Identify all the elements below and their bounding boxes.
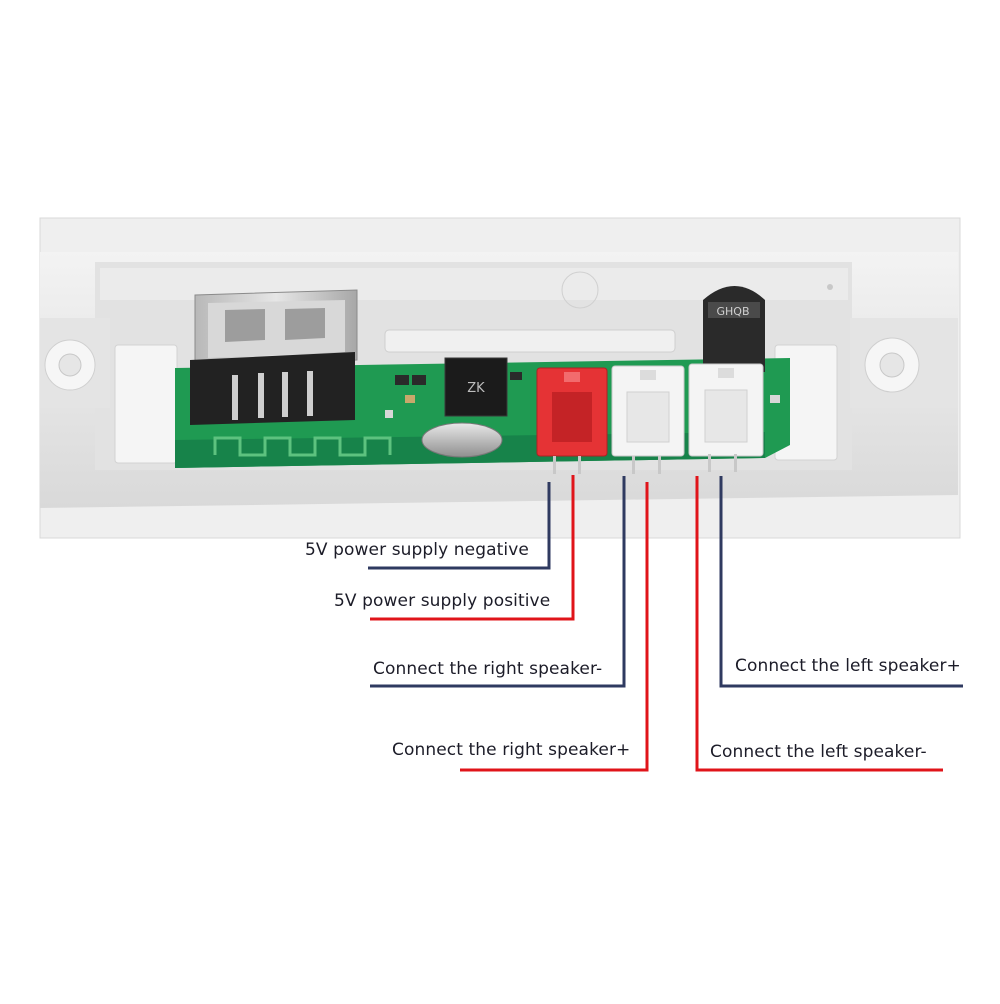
label-power-positive: 5V power supply positive xyxy=(334,591,551,611)
power-connector xyxy=(536,367,608,457)
right-speaker-connector xyxy=(611,365,685,457)
wire-left-speaker-minus xyxy=(695,476,943,772)
connector-pins xyxy=(553,454,737,474)
label-power-negative: 5V power supply negative xyxy=(305,540,529,560)
antenna-trace xyxy=(213,436,392,457)
label-right-speaker-plus: Connect the right speaker+ xyxy=(392,740,631,760)
wire-left-speaker-plus xyxy=(719,476,963,688)
left-clip xyxy=(114,344,178,464)
capacitor xyxy=(395,375,409,385)
usb-port xyxy=(190,289,358,425)
ic-marking: ZK xyxy=(467,381,485,396)
wire-power-negative xyxy=(368,482,551,570)
crystal-oscillator xyxy=(421,422,503,458)
label-left-speaker-plus: Connect the left speaker+ xyxy=(735,656,961,676)
sensor-marking: GHQB xyxy=(717,305,750,318)
ic-chip: ZK xyxy=(444,357,508,417)
left-speaker-connector xyxy=(688,363,764,457)
label-right-speaker-minus: Connect the right speaker- xyxy=(373,659,603,679)
label-left-speaker-minus: Connect the left speaker- xyxy=(710,742,927,762)
leader-lines xyxy=(368,475,963,772)
frame-slot xyxy=(384,329,676,353)
wire-right-speaker-minus xyxy=(370,476,626,688)
wire-power-positive xyxy=(370,475,575,621)
ir-receiver: GHQB xyxy=(703,286,765,372)
wire-right-speaker-plus xyxy=(460,482,649,772)
